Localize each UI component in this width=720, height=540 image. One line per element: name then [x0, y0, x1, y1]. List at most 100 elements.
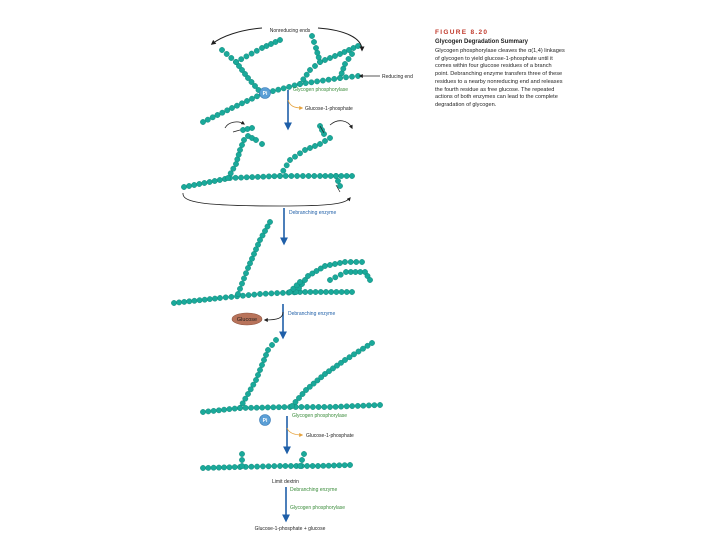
glucose-residue: [309, 270, 316, 277]
cleavage-tick: [232, 129, 241, 133]
glucose-residue: [351, 351, 357, 358]
glucose-residue: [337, 271, 344, 278]
glucose-residue: [327, 404, 333, 410]
glucose-residue: [335, 178, 341, 184]
glucose-residue: [352, 269, 359, 275]
glucose-residue: [332, 274, 339, 281]
glucose-residue: [215, 464, 222, 471]
glucose-residue: [237, 147, 243, 153]
debranching-enzyme-text-1: Debranching enzyme: [289, 210, 336, 216]
glucose-residue: [260, 173, 267, 180]
glucose-residue: [210, 464, 217, 471]
limit-dextrin-chain: [200, 462, 353, 471]
glucose-residue: [257, 237, 263, 243]
glucose-residue: [322, 138, 328, 144]
debranching-enzyme-label-3: Debranching enzyme: [290, 487, 337, 493]
glucose-residue: [304, 404, 310, 410]
glucose-residue: [297, 81, 303, 87]
glucose-residue: [186, 298, 193, 305]
glucose-residue: [205, 464, 212, 471]
g1p-release-arrow: [286, 427, 304, 437]
glucose-residue: [219, 109, 226, 116]
glucose-residue: [304, 463, 310, 469]
glucose-residue: [239, 280, 245, 287]
glucose-residue: [181, 184, 187, 190]
glucose-residue: [200, 119, 206, 125]
debranching-enzyme-text-3: Debranching enzyme: [290, 487, 337, 493]
glucose-residue: [322, 57, 328, 63]
glucose-residue: [327, 135, 333, 141]
glucose-residue: [254, 173, 261, 180]
cleavage-tick: [335, 184, 341, 193]
glucose-residue: [315, 404, 322, 410]
glucose-residue: [200, 465, 206, 471]
glucose-residue: [269, 88, 276, 95]
glucose-residue: [259, 141, 265, 147]
glucose-residue: [331, 76, 338, 82]
glucose-residue: [273, 337, 279, 343]
glucose-residue: [333, 289, 340, 295]
glucose-residue: [247, 386, 254, 393]
g1p-label-2: Glucose-1-phosphate: [306, 433, 354, 439]
glucose-residue: [360, 345, 366, 352]
glucose-residue: [305, 273, 311, 279]
glucose-residue: [239, 463, 245, 469]
glucose-residue: [248, 79, 255, 85]
glucose-residue: [306, 383, 313, 390]
glucose-residue: [282, 463, 289, 469]
glucose-residue: [288, 173, 295, 179]
glucose-residue: [315, 463, 321, 469]
nonreducing-ends-label: Nonreducing ends: [270, 28, 311, 34]
glucose-residue: [225, 175, 231, 181]
glucose-residue: [289, 403, 295, 409]
loop-arrow: [182, 192, 351, 207]
figure-caption-text: Glycogen phosphorylase cleaves the α(1,4…: [435, 48, 565, 108]
glucose-residue: [243, 53, 250, 60]
glycogen-phosphorylase-text: Glycogen phosphorylase: [293, 87, 348, 93]
glucose-residue: [211, 178, 218, 184]
glucose-residue: [299, 391, 306, 397]
transfer-arrow: [224, 120, 245, 129]
glucose-residue: [248, 404, 255, 411]
glucose-residue: [342, 61, 348, 67]
glucose-residue: [253, 377, 259, 383]
figure-number: FIGURE 8.20: [435, 29, 489, 36]
glucose-residue: [252, 83, 258, 89]
glucose-residue: [239, 457, 245, 463]
glucose-residue: [244, 98, 250, 104]
glucose-residue: [227, 170, 234, 177]
glucose-residue: [294, 173, 300, 179]
glucose-residue: [265, 463, 272, 470]
glucose-residue: [243, 174, 250, 181]
glucose-residue: [264, 404, 271, 411]
glucose-residue: [349, 51, 355, 57]
glucose-residue: [345, 56, 352, 62]
glucose-residue: [307, 67, 313, 73]
glucose-residue: [270, 404, 277, 411]
stage1-branch: [309, 33, 323, 65]
stage4-main-chain: [200, 402, 383, 415]
glucose-residue: [251, 291, 258, 298]
glucose-residue: [331, 462, 337, 469]
stage4-branch: [289, 340, 375, 409]
glucose-residue: [322, 263, 328, 269]
glucose-residue: [292, 399, 299, 405]
glucose-residue: [354, 402, 361, 409]
glucose-residue: [296, 395, 302, 401]
glucose-residue: [309, 33, 315, 39]
glucose-residue: [271, 173, 278, 180]
glucose-residue: [236, 63, 242, 69]
glucose-residue: [265, 347, 271, 353]
glucose-residue: [262, 290, 269, 297]
glucose-residue: [355, 43, 361, 49]
stage2-main-chain: [181, 173, 355, 190]
glucose-residue: [334, 362, 340, 369]
glucose-residue: [365, 402, 372, 409]
glucose-residue: [229, 105, 235, 111]
glucose-residue: [303, 387, 309, 393]
glucose-residue: [279, 289, 286, 296]
g1p-label-1: Glucose-1-phosphate: [305, 106, 353, 112]
stage3-branch: [327, 269, 373, 283]
glucose-residue: [265, 173, 272, 180]
